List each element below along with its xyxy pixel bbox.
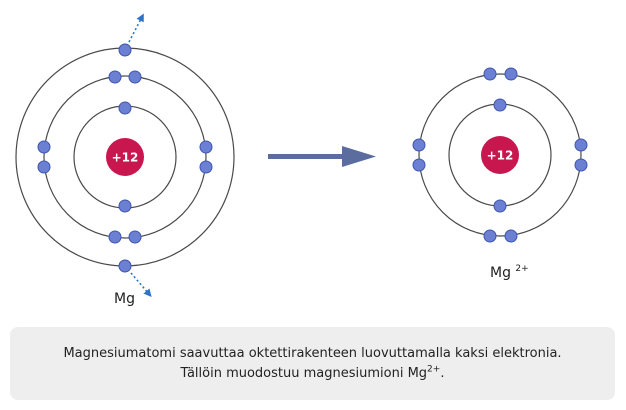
- nucleus-label: +12: [112, 151, 139, 165]
- mg-atom: +12 Mg: [15, 13, 235, 307]
- electron: [493, 199, 507, 213]
- ion-label-charge: 2+: [515, 264, 528, 274]
- atom-diagram: +12 Mg +12: [15, 13, 588, 307]
- electron: [128, 70, 142, 84]
- electron: [118, 101, 132, 115]
- atom-label: Mg: [114, 291, 135, 307]
- ion-label: Mg 2+: [490, 264, 529, 281]
- electron: [37, 160, 51, 174]
- caption-line-2-text: Tällöin muodostuu magnesiumioni Mg: [180, 365, 428, 381]
- electron: [199, 160, 213, 174]
- electron: [412, 138, 426, 152]
- right-arrow-icon: [268, 146, 376, 167]
- electron: [483, 67, 497, 81]
- electron: [128, 230, 142, 244]
- nucleus-label: +12: [487, 149, 514, 163]
- electron: [37, 140, 51, 154]
- electron: [493, 98, 507, 112]
- caption-line-2: Tällöin muodostuu magnesiumioni Mg2+.: [181, 364, 445, 384]
- caption-line-1: Magnesiumatomi saavuttaa oktettirakentee…: [63, 345, 562, 361]
- electron: [483, 229, 497, 243]
- nucleus: [106, 138, 144, 176]
- mg-ion: +12 Mg 2+: [412, 67, 588, 281]
- electron: [504, 67, 518, 81]
- dotted-arrow-icon: [130, 272, 152, 298]
- electron: [504, 229, 518, 243]
- valence-electron: [118, 43, 132, 57]
- dotted-arrow-icon: [128, 13, 144, 43]
- electron: [412, 158, 426, 172]
- caption-line-2-end: .: [440, 365, 445, 381]
- electron: [574, 158, 588, 172]
- electron: [574, 138, 588, 152]
- shell-2: [43, 75, 207, 239]
- nucleus: [481, 136, 519, 174]
- electron: [108, 70, 122, 84]
- electron: [118, 199, 132, 213]
- shell-2: [418, 73, 582, 237]
- electron: [199, 140, 213, 154]
- ion-label-base: Mg: [490, 265, 511, 281]
- electron: [108, 230, 122, 244]
- valence-electron: [118, 259, 132, 273]
- caption-box: Magnesiumatomi saavuttaa oktettirakentee…: [10, 327, 615, 400]
- caption-line-2-charge: 2+: [427, 364, 441, 375]
